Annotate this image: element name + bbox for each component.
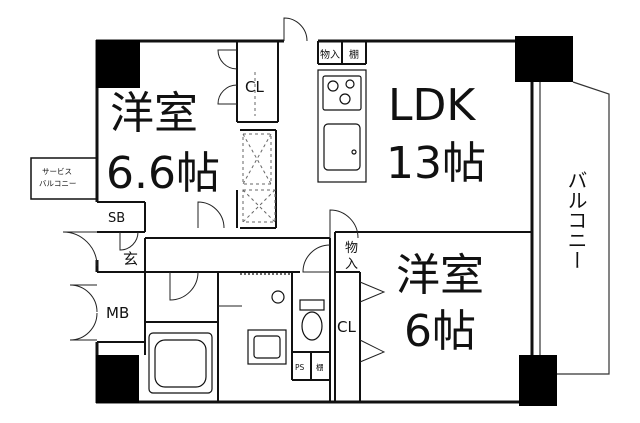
bathroom-fixtures bbox=[148, 273, 325, 394]
service-balcony-line1: サービス bbox=[42, 167, 72, 176]
western-room-right-name: 洋室 bbox=[396, 250, 484, 301]
ldk-name: LDK bbox=[388, 80, 476, 131]
entrance-label: 玄 bbox=[123, 250, 138, 268]
service-balcony-line2: バルコニー bbox=[39, 179, 76, 188]
hall-storage-line2: 入 bbox=[345, 257, 358, 272]
service-balcony-outline bbox=[30, 157, 98, 200]
meter-box-label: MB bbox=[106, 304, 129, 322]
column-bottom-right bbox=[519, 355, 557, 406]
kitchen-counter bbox=[317, 69, 367, 183]
closet-bottom-label: CL bbox=[337, 318, 356, 336]
dashed-zones bbox=[242, 72, 276, 223]
column-top-right bbox=[515, 36, 573, 82]
balcony-label: バルコニー bbox=[564, 170, 588, 270]
shoe-box-label: SB bbox=[108, 211, 125, 226]
western-room-left-size: 6.6帖 bbox=[106, 148, 220, 199]
column-top-left bbox=[96, 40, 140, 88]
column-bottom-left bbox=[96, 355, 139, 403]
structural-columns bbox=[96, 36, 573, 406]
pipe-space-label: PS bbox=[295, 363, 305, 372]
hall-storage-line1: 物 bbox=[345, 241, 358, 256]
ldk-size: 13帖 bbox=[386, 138, 486, 189]
western-room-left-name: 洋室 bbox=[110, 88, 198, 139]
shelf-top-label: 棚 bbox=[349, 48, 359, 61]
balcony-outline bbox=[539, 81, 610, 375]
door-swings bbox=[62, 17, 386, 363]
western-room-right-size: 6帖 bbox=[404, 306, 476, 357]
storage-small-label: 物入 bbox=[320, 48, 340, 61]
closet-top-label: CL bbox=[245, 78, 264, 96]
shelf-bottom-label: 棚 bbox=[316, 362, 324, 372]
interior-walls bbox=[97, 41, 532, 402]
